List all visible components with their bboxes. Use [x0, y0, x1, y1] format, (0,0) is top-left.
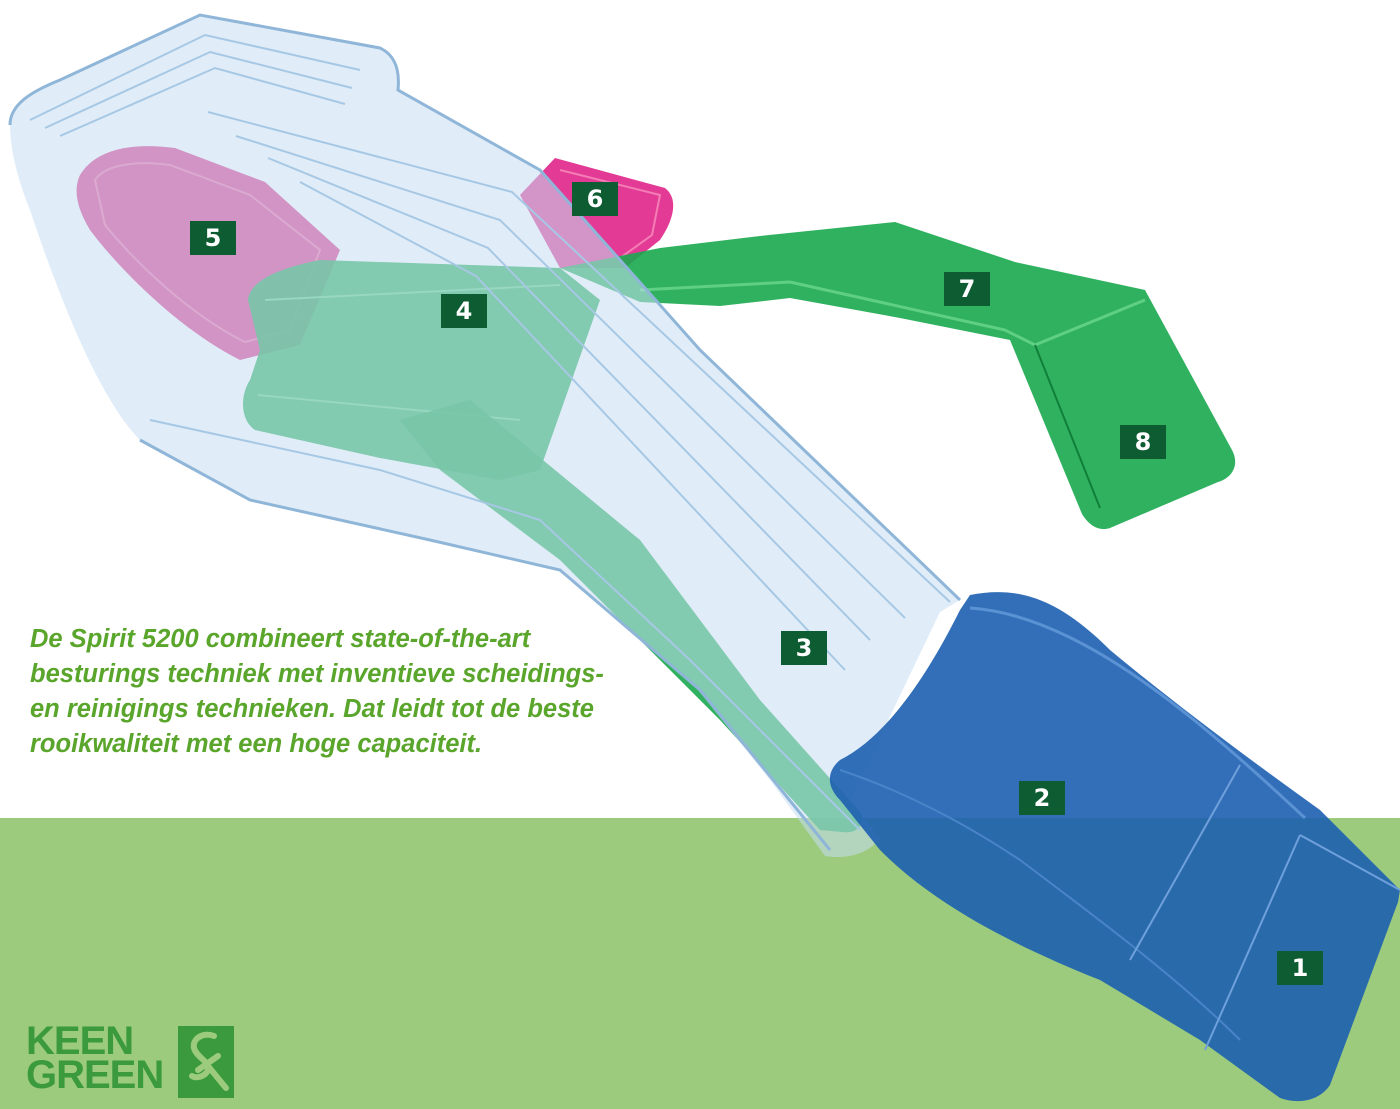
caption-line-1: De Spirit 5200 combineert state-of-the-a…: [30, 622, 630, 657]
ampersand-logo-icon: [178, 1026, 234, 1098]
keen-green-logo: KEEN GREEN: [26, 1024, 236, 1104]
label-7: 7: [944, 272, 990, 306]
label-3: 3: [781, 631, 827, 665]
caption-text: De Spirit 5200 combineert state-of-the-a…: [30, 622, 630, 762]
caption-line-4: rooikwaliteit met een hoge capaciteit.: [30, 727, 630, 762]
label-8: 8: [1120, 425, 1166, 459]
caption-line-2: besturings techniek met inventieve schei…: [30, 657, 630, 692]
label-1: 1: [1277, 951, 1323, 985]
label-6: 6: [572, 182, 618, 216]
label-4: 4: [441, 294, 487, 328]
part-1-2-blue: [830, 592, 1400, 1101]
logo-wordmark: KEEN GREEN: [26, 1024, 163, 1092]
caption-line-3: en reinigings technieken. Dat leidt tot …: [30, 692, 630, 727]
logo-line-2: GREEN: [26, 1058, 163, 1092]
label-2: 2: [1019, 781, 1065, 815]
label-5: 5: [190, 221, 236, 255]
